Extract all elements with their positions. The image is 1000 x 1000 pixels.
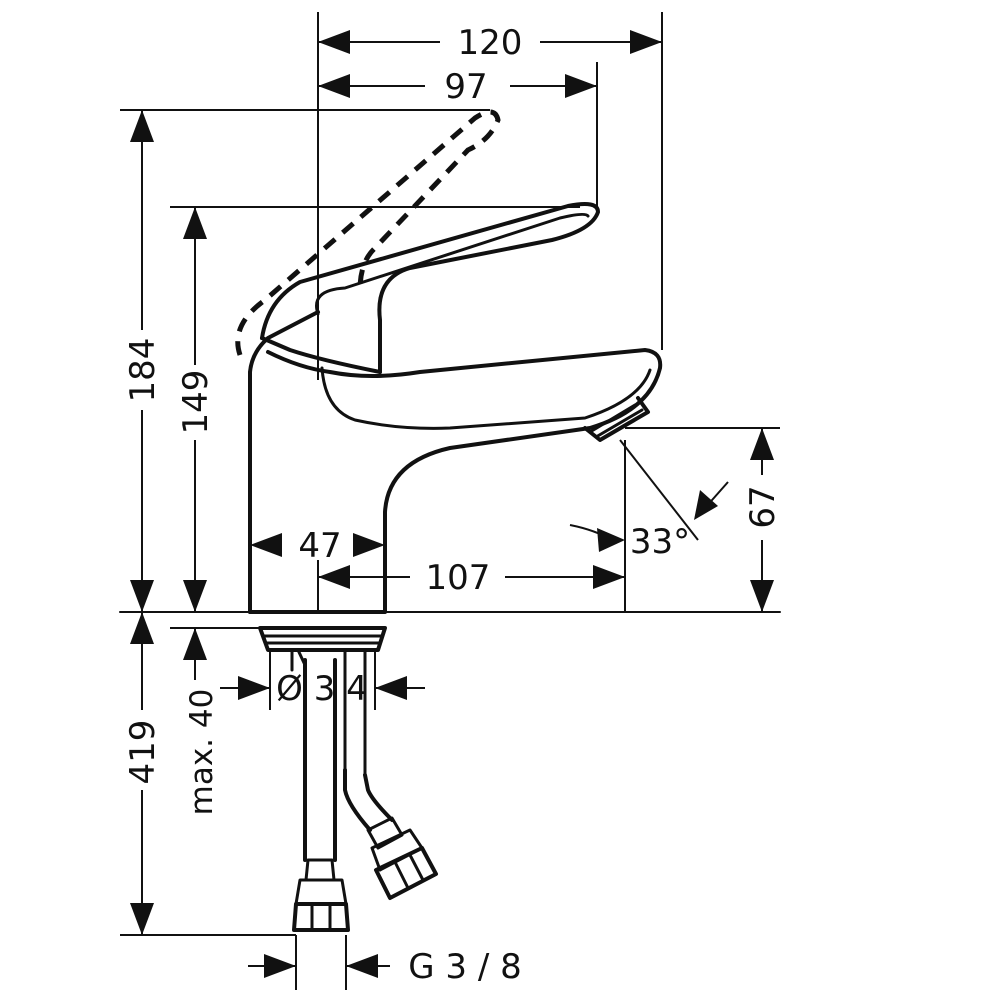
dim-47: 47 [298,526,341,566]
faucet-outline [119,109,781,932]
dim-67: 67 [743,485,783,528]
dim-107: 107 [426,558,491,598]
dim-max-40: max. 40 [184,689,220,816]
dimension-lines [120,12,780,990]
dim-33-degrees: 33° [630,522,690,562]
dim-g3-8: G 3 / 8 [408,947,522,987]
dim-diameter-34: Ø 3 4 [276,669,368,709]
dim-419: 419 [123,720,163,785]
dimension-labels: 120 97 184 149 67 33° 47 107 419 max. 40… [123,23,783,987]
dim-184: 184 [123,338,163,403]
dim-149: 149 [176,370,216,435]
dim-97: 97 [444,67,487,107]
dim-120: 120 [458,23,523,63]
